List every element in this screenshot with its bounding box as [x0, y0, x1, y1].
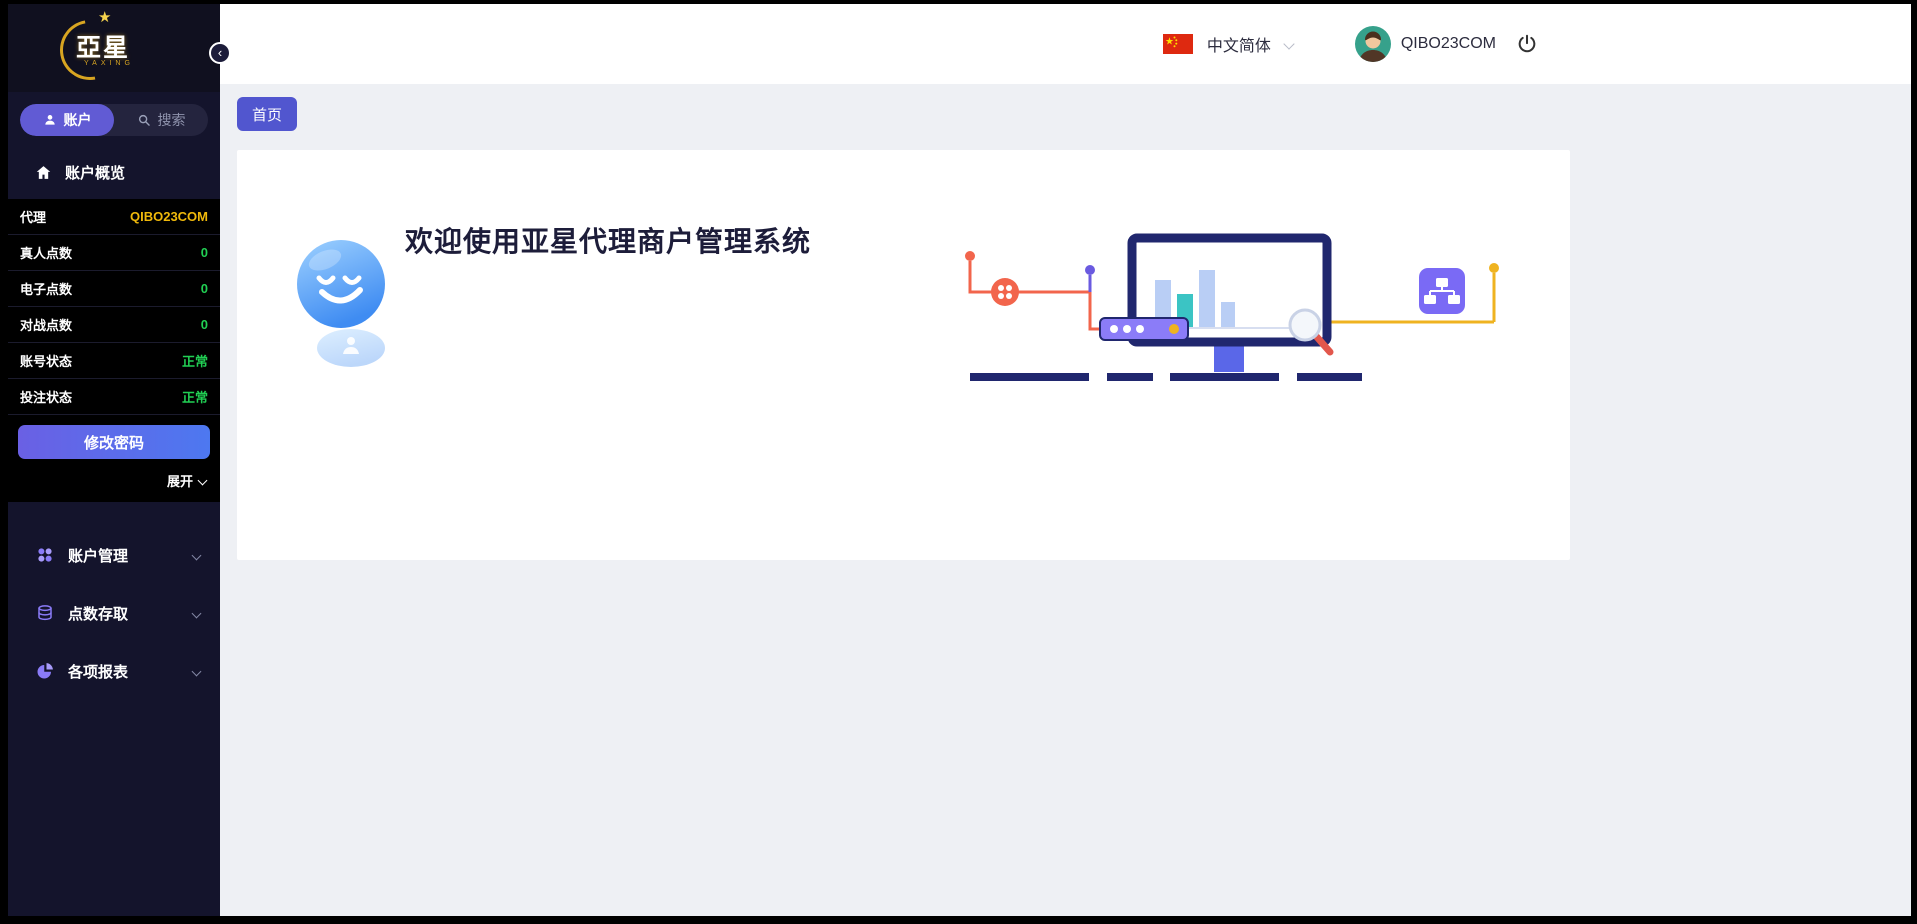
chevron-down-icon: [1283, 38, 1295, 50]
language-selector[interactable]: 中文简体: [1206, 32, 1295, 56]
menu-item-label: 点数存取: [68, 605, 129, 623]
username-label: QIBO23COM: [1400, 35, 1496, 52]
panel-row-label: 电子点数: [20, 282, 73, 297]
panel-row-value: 0: [200, 317, 208, 332]
svg-text:★: ★: [1165, 37, 1174, 48]
chevron-down-icon: [191, 550, 202, 560]
panel-row-label: 投注状态: [20, 390, 73, 405]
panel-row-agent: 代理 QIBO23COM: [8, 199, 220, 235]
grid-icon: [36, 546, 54, 564]
coins-icon: [36, 604, 54, 622]
sidebar-item-points-deposit[interactable]: 点数存取: [8, 584, 220, 642]
sidebar: ★ 亞星 YAXING ‹ 账户 搜索: [8, 4, 231, 916]
language-label: 中文简体: [1206, 38, 1271, 55]
sidebar-item-overview-label: 账户概览: [65, 165, 126, 182]
brand-logo: ★ 亞星 YAXING: [48, 8, 164, 92]
avatar[interactable]: [1354, 26, 1391, 62]
menu-item-label: 账户管理: [68, 547, 129, 565]
account-panel: 代理 QIBO23COM 真人点数 0 电子点数 0 对战点数 0 账号状态 正…: [8, 199, 220, 502]
sidebar-item-reports[interactable]: 各项报表: [8, 642, 220, 700]
sidebar-menu: 账户管理 点数存取 各项报表: [8, 526, 220, 700]
panel-row-value: 正常: [181, 354, 208, 369]
change-password-button[interactable]: 修改密码: [18, 425, 210, 459]
sidebar-tabbar: 账户 搜索: [20, 104, 208, 136]
sidebar-item-overview[interactable]: 账户概览: [8, 152, 220, 193]
tab-account-label: 账户: [63, 112, 92, 128]
panel-row-label: 对战点数: [20, 318, 73, 333]
panel-row-electronic-points: 电子点数 0: [8, 271, 220, 307]
welcome-title: 欢迎使用亚星代理商户管理系统: [405, 226, 812, 257]
panel-row-value: 0: [200, 281, 208, 296]
expand-label: 展开: [166, 474, 193, 489]
tab-home[interactable]: 首页: [237, 97, 298, 131]
topbar: ★ 中文简体 QIBO23COM: [220, 4, 1911, 84]
tab-search-label: 搜索: [157, 112, 186, 128]
panel-row-account-status: 账号状态 正常: [8, 343, 220, 379]
tab-account[interactable]: 账户: [20, 104, 114, 136]
panel-row-value: QIBO23COM: [129, 209, 208, 224]
tab-search[interactable]: 搜索: [114, 104, 208, 136]
panel-row-label: 真人点数: [20, 246, 73, 261]
expand-toggle[interactable]: 展开: [8, 465, 220, 502]
panel-row-betting-status: 投注状态 正常: [8, 379, 220, 415]
panel-row-battle-points: 对战点数 0: [8, 307, 220, 343]
search-icon: [137, 113, 151, 127]
pie-icon: [36, 662, 54, 680]
welcome-card: 欢迎使用亚星代理商户管理系统: [237, 150, 1570, 560]
app-window: ★ 亞星 YAXING ‹ 账户 搜索: [8, 4, 1911, 916]
user-icon: [43, 113, 57, 127]
menu-item-label: 各项报表: [68, 663, 129, 681]
logo-text: 亞星: [76, 34, 131, 62]
panel-row-label: 账号状态: [20, 354, 73, 369]
home-icon: [34, 164, 52, 181]
china-flag-icon: ★: [1162, 34, 1193, 54]
logo-area: ★ 亞星 YAXING: [8, 4, 220, 92]
content-area: 首页: [220, 84, 1911, 916]
logo-subtext: YAXING: [84, 60, 134, 67]
panel-row-value: 正常: [181, 390, 208, 405]
panel-row-value: 0: [200, 245, 208, 260]
logout-power-button[interactable]: [1516, 33, 1538, 55]
mascot-icon: [289, 236, 407, 376]
logo-star-icon: ★: [98, 9, 112, 26]
chevron-down-icon: [197, 475, 208, 486]
panel-row-live-points: 真人点数 0: [8, 235, 220, 271]
panel-row-label: 代理: [20, 210, 47, 225]
chevron-down-icon: [191, 608, 202, 618]
sidebar-collapse-button[interactable]: ‹: [209, 42, 231, 64]
collapse-arrow-icon: ‹: [217, 44, 223, 60]
sidebar-item-account-management[interactable]: 账户管理: [8, 526, 220, 584]
chevron-down-icon: [191, 666, 202, 676]
dashboard-illustration: [962, 232, 1502, 392]
main-area: ★ 中文简体 QIBO23COM 首页: [220, 4, 1911, 916]
